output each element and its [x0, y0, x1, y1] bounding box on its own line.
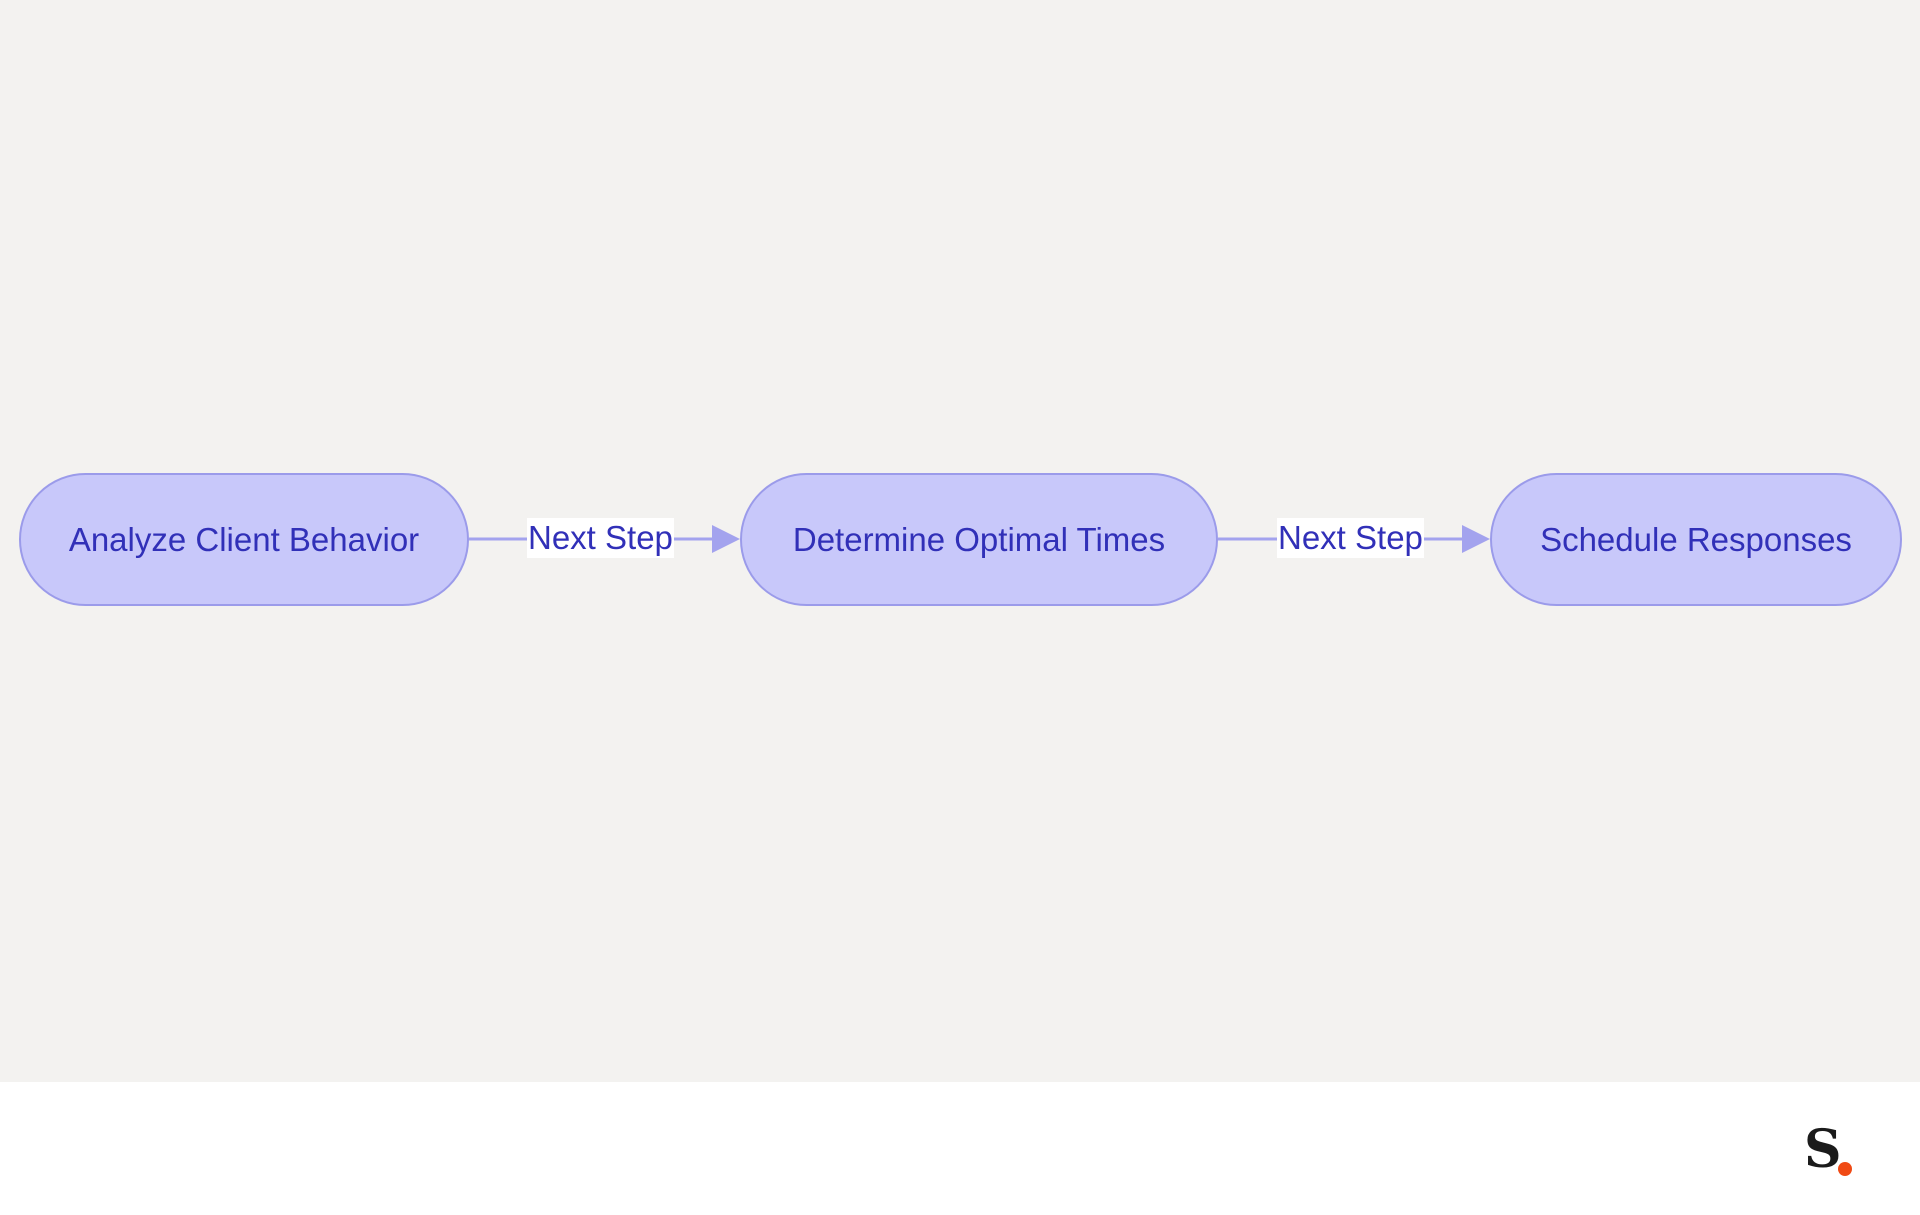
node-analyze-client-behavior[interactable]: Analyze Client Behavior	[19, 473, 469, 606]
node-schedule-responses[interactable]: Schedule Responses	[1490, 473, 1902, 606]
node-label: Analyze Client Behavior	[68, 520, 420, 558]
node-label: Schedule Responses	[1540, 520, 1852, 558]
edge-label-1: Next Step	[527, 518, 674, 558]
arrowhead-1-icon	[712, 525, 740, 553]
node-label: Determine Optimal Times	[792, 520, 1166, 558]
arrowhead-2-icon	[1462, 525, 1490, 553]
logo-letter: S	[1804, 1119, 1842, 1180]
footer	[0, 1082, 1920, 1215]
edge-label-2: Next Step	[1277, 518, 1424, 558]
brand-logo-icon: S	[1804, 1120, 1864, 1180]
node-determine-optimal-times[interactable]: Determine Optimal Times	[740, 473, 1218, 606]
logo-dot-icon	[1838, 1162, 1852, 1176]
diagram-canvas: Analyze Client Behavior Determine Optima…	[0, 0, 1920, 1082]
